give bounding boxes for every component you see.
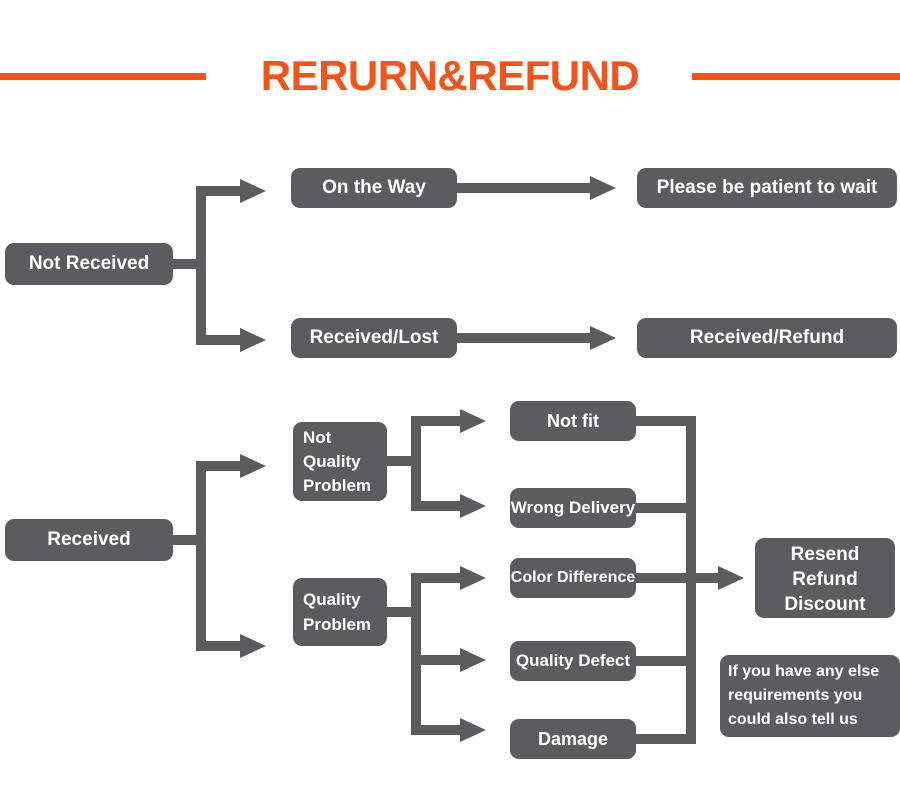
node-not-quality-problem-line-3: Problem [303,476,372,495]
connector-not-quality-split-bus [411,416,421,511]
note-bubble: If you have any else requirements you co… [720,655,900,737]
connector-received-stub [171,535,203,545]
node-not-fit[interactable]: Not fit [510,401,636,441]
node-resolution-line-1: Resend [790,544,860,565]
node-damage[interactable]: Damage [510,719,636,759]
connector-not-received-bus [196,186,206,345]
connector-not-quality-branch [196,461,246,471]
node-quality-defect[interactable]: Quality Defect [510,641,636,681]
page-title-bar: RERURN&REFUND [0,48,900,104]
connector-quality-stub [385,607,418,617]
node-not-quality-problem[interactable]: Not Quality Problem [293,422,387,501]
connector-to-wrong-delivery [411,501,466,511]
node-color-difference[interactable]: Color Difference [510,558,636,598]
node-resolution[interactable]: Resend Refund Discount [755,538,895,618]
connector-received-lost-branch [196,335,246,345]
node-resolution-line-2: Refund [792,569,858,590]
connector-to-color-difference [411,573,466,583]
node-quality-problem[interactable]: Quality Problem [293,578,387,646]
node-received[interactable]: Received [5,519,173,561]
connector-collector-from-wrong-delivery [634,503,696,513]
node-please-be-patient-to-wait[interactable]: Please be patient to wait [637,168,897,208]
connector-quality-branch [196,641,246,651]
connector-not-received-stub [171,259,203,269]
node-received-refund[interactable]: Received/Refund [637,318,897,358]
arrow-to-wrong-delivery [460,494,486,518]
arrow-to-damage [460,718,486,742]
page-title: RERURN&REFUND [260,52,640,99]
arrow-to-not-fit [460,409,486,433]
node-wrong-delivery[interactable]: Wrong Delivery [510,488,636,528]
arrow-to-resolution [718,566,744,590]
title-rule-left [0,73,206,80]
connector-collector-from-not-fit [634,416,696,426]
arrow-to-received-refund [590,326,616,350]
arrow-to-quality-defect [460,648,486,672]
connector-not-quality-stub [385,456,418,466]
connector-on-the-way-branch [196,186,246,196]
connector-to-damage [411,725,466,735]
connector-collector-from-color-difference [634,573,696,583]
node-quality-problem-line-2: Problem [303,615,372,634]
node-not-quality-problem-line-2: Quality [303,452,361,471]
node-quality-problem-line-1: Quality [303,590,361,609]
connector-to-resolution [686,573,732,583]
note-bubble-line-3: could also tell us [728,711,858,728]
node-on-the-way[interactable]: On the Way [291,168,457,208]
note-bubble-line-1: If you have any else [728,663,880,680]
node-received-lost[interactable]: Received/Lost [291,318,457,358]
arrow-to-please-be-patient [590,176,616,200]
note-bubble-line-2: requirements you [728,687,863,704]
title-rule-right [692,73,900,80]
arrow-to-not-quality-problem [240,454,266,478]
arrow-to-on-the-way [240,179,266,203]
node-resolution-line-3: Discount [784,594,866,615]
node-not-quality-problem-line-1: Not [303,428,332,447]
connector-collector-from-quality-defect [634,656,696,666]
arrow-to-received-lost [240,328,266,352]
node-not-received[interactable]: Not Received [5,243,173,285]
connector-received-bus [196,461,206,651]
connector-collector-from-damage [634,734,696,744]
arrow-to-quality-problem [240,634,266,658]
arrow-to-color-difference [460,566,486,590]
connector-received-lost-to-outcome [455,333,595,343]
connector-on-the-way-to-outcome [455,183,595,193]
connector-to-quality-defect [411,655,466,665]
connector-quality-split-bus [411,573,421,735]
connector-to-not-fit [411,416,466,426]
